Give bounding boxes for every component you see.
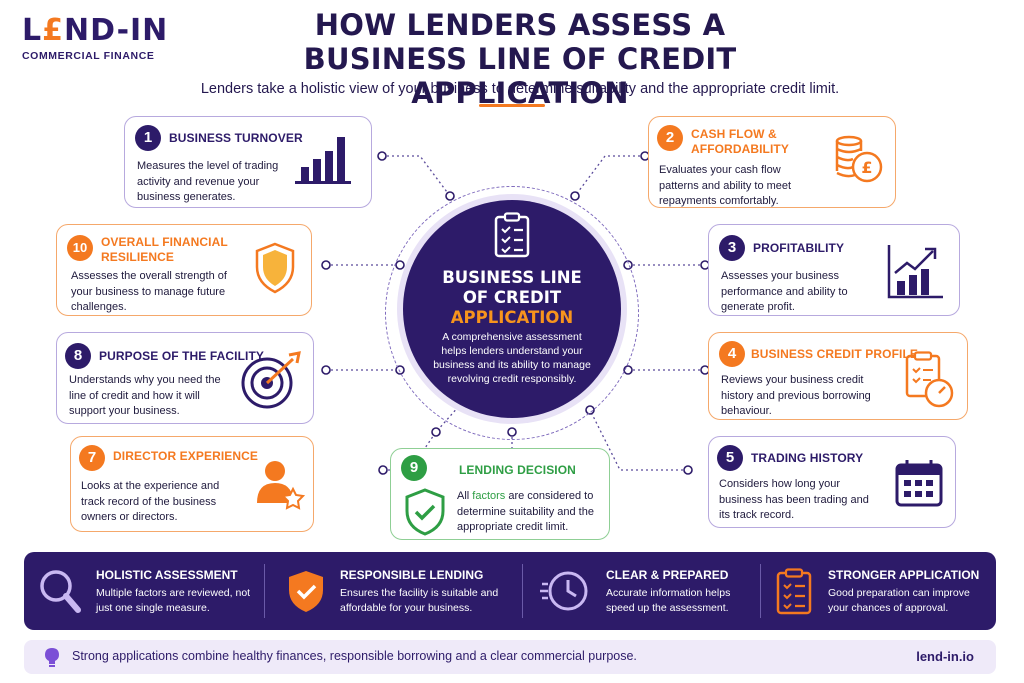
checklist-icon xyxy=(776,568,812,615)
clock-icon xyxy=(540,571,588,611)
logo-letter-l: L xyxy=(22,13,43,48)
card-description: Assesses your business performance and a… xyxy=(721,270,848,313)
card-number: 1 xyxy=(135,125,161,151)
card-number: 5 xyxy=(717,445,743,471)
band-divider xyxy=(760,564,761,618)
card-description: Assesses the overall strength of your bu… xyxy=(71,270,227,313)
card-title: DIRECTOR EXPERIENCE xyxy=(113,449,259,463)
lightbulb-icon xyxy=(45,648,59,667)
card-title: PURPOSE OF THE FACILITY xyxy=(99,349,264,363)
key-points-band: HOLISTIC ASSESSMENT Multiple factors are… xyxy=(24,552,996,630)
shield-check-icon xyxy=(405,488,445,536)
card-financial-resilience: 10 OVERALL FINANCIAL RESILIENCE Assesses… xyxy=(56,224,312,316)
title-line-2: BUSINESS LINE OF CREDIT APPLICATION xyxy=(303,42,737,110)
center-description: A comprehensive assessment helps lenders… xyxy=(433,331,591,385)
growth-chart-icon xyxy=(887,245,943,299)
brand-logo: L£ND-IN COMMERCIAL FINANCE xyxy=(22,13,182,63)
band-description: Ensures the facility is suitable and aff… xyxy=(340,587,499,614)
band-description: Accurate information helps speed up the … xyxy=(606,587,731,614)
footer-text: Strong applications combine healthy fina… xyxy=(72,649,637,663)
card-number: 10 xyxy=(67,235,93,261)
card-title: BUSINESS TURNOVER xyxy=(169,131,303,145)
card-description: Reviews your business credit history and… xyxy=(721,374,871,417)
card-description: Considers how long your business has bee… xyxy=(719,478,869,521)
band-item-clear: CLEAR & PREPARED Accurate information he… xyxy=(530,552,758,630)
logo-pound: £ xyxy=(42,13,64,48)
card-business-credit-profile: 4 BUSINESS CREDIT PROFILE Reviews your b… xyxy=(708,332,968,420)
band-title: STRONGER APPLICATION xyxy=(828,568,980,582)
person-star-icon xyxy=(257,461,305,510)
card-description: Measures the level of trading activity a… xyxy=(137,160,279,203)
card-title: OVERALL FINANCIAL RESILIENCE xyxy=(101,235,228,264)
footer-bar: Strong applications combine healthy fina… xyxy=(24,640,996,674)
coins-pound-icon: £ xyxy=(835,135,883,183)
card-description: Looks at the experience and track record… xyxy=(81,480,220,523)
card-lending-decision: 9 LENDING DECISION All factors are consi… xyxy=(390,448,610,540)
page-subtitle: Lenders take a holistic view of your bus… xyxy=(200,81,840,97)
band-item-responsible: RESPONSIBLE LENDING Ensures the facility… xyxy=(268,552,524,630)
card-number: 2 xyxy=(657,125,683,151)
band-description: Multiple factors are reviewed, not just … xyxy=(96,587,251,614)
card-number: 3 xyxy=(719,235,745,261)
card-number: 4 xyxy=(719,341,745,367)
card-title: PROFITABILITY xyxy=(753,241,845,255)
card-cash-flow: 2 CASH FLOW & AFFORDABILITY Evaluates yo… xyxy=(648,116,896,208)
band-item-stronger: STRONGER APPLICATION Good preparation ca… xyxy=(768,552,996,630)
clipboard-checklist-icon xyxy=(494,212,530,258)
shield-icon xyxy=(255,242,295,294)
card-title: BUSINESS CREDIT PROFILE xyxy=(751,347,918,361)
title-line-1: HOW LENDERS ASSESS A xyxy=(314,8,726,42)
card-number: 7 xyxy=(79,445,105,471)
band-divider xyxy=(264,564,265,618)
band-description: Good preparation can improve your chance… xyxy=(828,587,970,614)
clipboard-gauge-icon xyxy=(905,351,954,408)
card-director-experience: 7 DIRECTOR EXPERIENCE Looks at the exper… xyxy=(70,436,314,532)
center-ring xyxy=(385,186,639,440)
svg-text:£: £ xyxy=(861,158,872,177)
band-title: HOLISTIC ASSESSMENT xyxy=(96,568,238,582)
card-title: LENDING DECISION xyxy=(459,463,576,477)
card-description: Understands why you need the line of cre… xyxy=(69,374,221,417)
magnifier-icon xyxy=(40,570,81,613)
description-prefix: All xyxy=(457,490,473,502)
footer-url[interactable]: lend-in.io xyxy=(916,649,974,664)
card-title: TRADING HISTORY xyxy=(751,451,864,465)
center-title-line-2: OF CREDIT xyxy=(462,288,562,307)
target-icon xyxy=(241,351,301,409)
shield-check-icon xyxy=(289,571,323,612)
card-profitability: 3 PROFITABILITY Assesses your business p… xyxy=(708,224,960,316)
card-title: CASH FLOW & AFFORDABILITY xyxy=(691,127,789,156)
logo-subtitle: COMMERCIAL FINANCE xyxy=(22,50,155,62)
card-description: Evaluates your cash flow patterns and ab… xyxy=(659,164,792,207)
card-trading-history: 5 TRADING HISTORY Considers how long you… xyxy=(708,436,956,528)
page-title: HOW LENDERS ASSESS A BUSINESS LINE OF CR… xyxy=(190,8,850,110)
description-suffix: are considered to determine suitability … xyxy=(457,490,594,533)
band-title: RESPONSIBLE LENDING xyxy=(340,568,484,582)
center-title-line-1: BUSINESS LINE xyxy=(442,268,582,287)
card-business-turnover: 1 BUSINESS TURNOVER Measures the level o… xyxy=(124,116,372,208)
center-title: BUSINESS LINE OF CREDIT xyxy=(403,268,621,308)
band-divider xyxy=(522,564,523,618)
card-description: All factors are considered to determine … xyxy=(457,489,607,536)
bar-chart-icon xyxy=(295,137,351,184)
card-purpose-of-facility: 8 PURPOSE OF THE FACILITY Understands wh… xyxy=(56,332,314,424)
subtitle-underline xyxy=(479,104,545,107)
center-circle: BUSINESS LINE OF CREDIT APPLICATION A co… xyxy=(403,200,621,418)
center-title-highlight: APPLICATION xyxy=(450,308,574,327)
card-number: 9 xyxy=(401,455,427,481)
band-title: CLEAR & PREPARED xyxy=(606,568,729,582)
description-highlight: factors xyxy=(472,490,506,502)
logo-letters-ndin: ND-IN xyxy=(64,13,169,48)
card-number: 8 xyxy=(65,343,91,369)
calendar-icon xyxy=(895,460,943,507)
band-item-holistic: HOLISTIC ASSESSMENT Multiple factors are… xyxy=(24,552,260,630)
